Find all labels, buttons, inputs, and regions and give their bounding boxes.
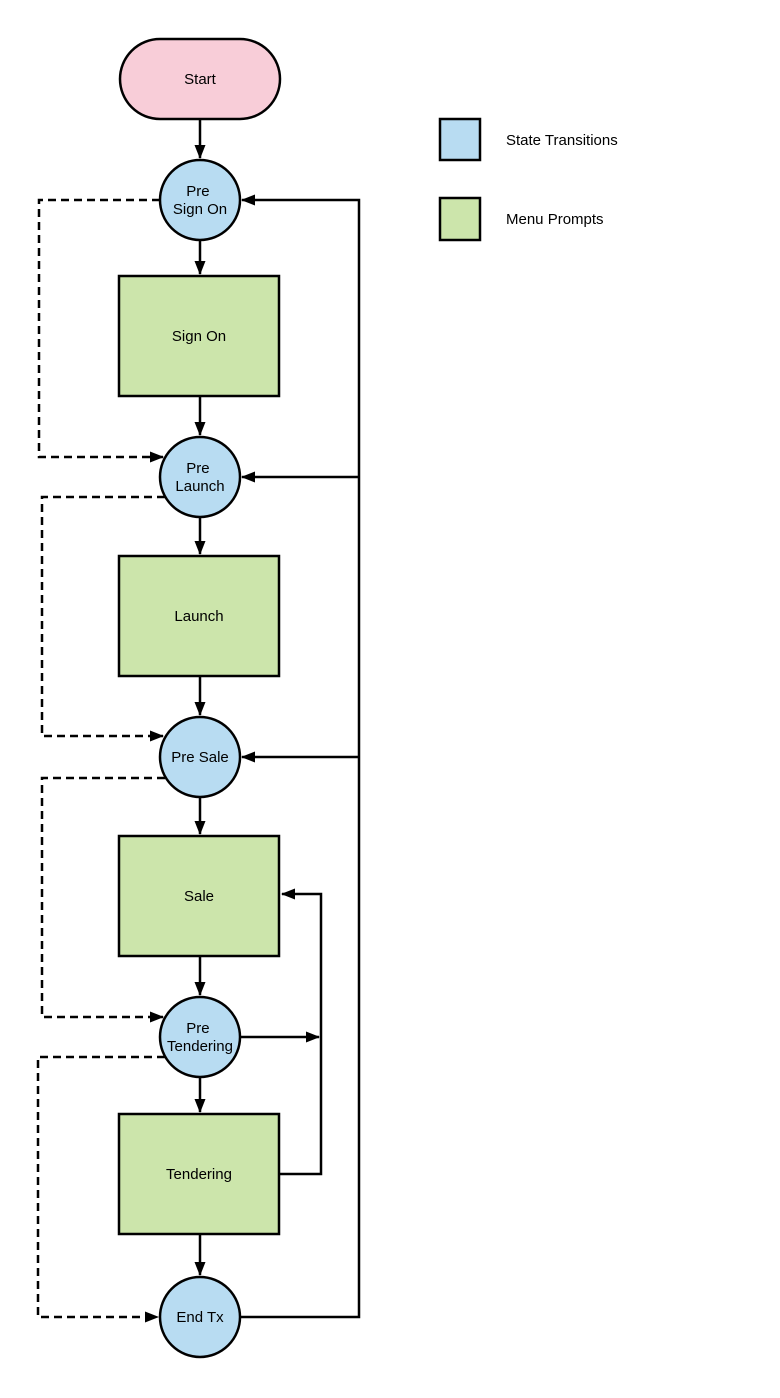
legend-menu-swatch bbox=[438, 196, 482, 242]
node-label-line: Launch bbox=[175, 478, 224, 495]
node-label: Launch bbox=[174, 608, 223, 625]
node-label: Sale bbox=[184, 888, 214, 905]
pre-launch-circle bbox=[158, 435, 242, 519]
node-label: Pre Sign On bbox=[173, 183, 227, 218]
node-label: Pre Launch bbox=[175, 460, 224, 495]
node-sign-on: Sign On bbox=[117, 274, 281, 398]
node-pre-launch: Pre Launch bbox=[158, 435, 242, 519]
node-label: Pre Sale bbox=[171, 749, 229, 766]
pre-sale-circle bbox=[158, 715, 242, 799]
node-label: Pre Tendering bbox=[167, 1020, 233, 1055]
node-label-line: Pre bbox=[186, 460, 209, 477]
node-end-tx: End Tx bbox=[158, 1275, 242, 1359]
edge-dashed-pre-sign-on-to-pre-launch bbox=[37, 198, 164, 463]
end-tx-circle bbox=[158, 1275, 242, 1359]
node-pre-sale: Pre Sale bbox=[158, 715, 242, 799]
launch-box bbox=[117, 554, 281, 678]
edge-tendering-to-sale bbox=[280, 888, 323, 1176]
node-label: Tendering bbox=[166, 1166, 232, 1183]
node-label-line: Pre bbox=[186, 1020, 209, 1037]
legend-state-label: State Transitions bbox=[506, 132, 618, 149]
pre-tendering-circle bbox=[158, 995, 242, 1079]
node-pre-tendering: Pre Tendering bbox=[158, 995, 242, 1079]
legend: State Transitions Menu Prompts bbox=[438, 117, 618, 242]
node-launch: Launch bbox=[117, 554, 281, 678]
edge-end-tx-to-pre-sign-on bbox=[240, 194, 361, 1319]
edge-dashed-pre-sale-to-pre-tendering bbox=[40, 776, 165, 1023]
legend-state-swatch bbox=[438, 117, 482, 162]
node-tendering: Tendering bbox=[117, 1112, 281, 1236]
node-label-line: Pre bbox=[186, 183, 209, 200]
node-sale: Sale bbox=[117, 834, 281, 958]
node-label: End Tx bbox=[176, 1309, 224, 1326]
node-label-line: Sign On bbox=[173, 201, 227, 218]
node-pre-sign-on: Pre Sign On bbox=[158, 158, 242, 242]
node-label-line: Tendering bbox=[167, 1038, 233, 1055]
node-start: Start bbox=[118, 37, 282, 121]
node-label: Start bbox=[184, 71, 217, 88]
legend-menu-label: Menu Prompts bbox=[506, 211, 604, 228]
sign-on-box bbox=[117, 274, 281, 398]
edge-dashed-pre-tendering-to-end-tx bbox=[36, 1055, 165, 1323]
node-label: Sign On bbox=[172, 328, 226, 345]
pre-sign-on-circle bbox=[158, 158, 242, 242]
start-terminator-shape bbox=[118, 37, 282, 121]
edge-dashed-pre-launch-to-pre-sale bbox=[40, 495, 165, 742]
tendering-box bbox=[117, 1112, 281, 1236]
sale-box bbox=[117, 834, 281, 958]
